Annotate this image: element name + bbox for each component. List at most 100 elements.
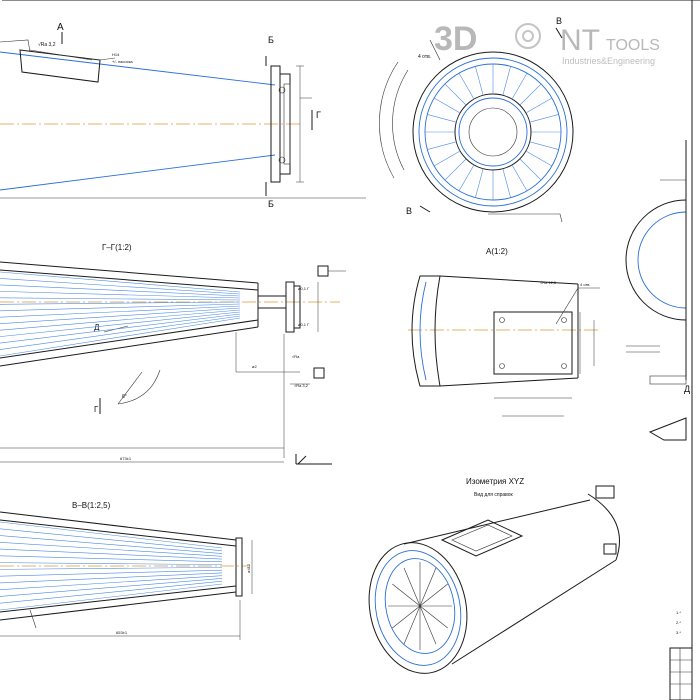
iso-blade bbox=[419, 583, 448, 607]
svg-text:ø2: ø2 bbox=[252, 364, 257, 369]
section-vv-blade bbox=[0, 562, 223, 565]
section-vv-blade bbox=[0, 528, 223, 552]
view-a-holes: 4 отв. bbox=[580, 282, 591, 287]
circle-blade bbox=[502, 66, 511, 96]
circle-blade bbox=[529, 114, 559, 123]
watermark-tagline: Industries&Engineering bbox=[562, 56, 655, 66]
iso-subtitle: Вид для справок bbox=[474, 492, 514, 498]
circle-blade bbox=[433, 150, 461, 167]
svg-text:H14: H14 bbox=[112, 52, 120, 57]
circle-blade bbox=[475, 66, 484, 96]
label-b-top: Б bbox=[268, 35, 274, 45]
svg-text:3.*: 3.* bbox=[676, 630, 681, 635]
brand-watermark: 3D NT TOOLS Industries&Engineering bbox=[434, 20, 660, 66]
section-gg-blade bbox=[0, 307, 241, 324]
svg-text:6°: 6° bbox=[122, 394, 127, 400]
circle-blade bbox=[511, 72, 528, 100]
circle-blade bbox=[433, 97, 461, 114]
section-vv-blade bbox=[0, 548, 223, 560]
circle-blade bbox=[444, 158, 467, 181]
iso-blade bbox=[419, 605, 437, 645]
circle-blade bbox=[519, 158, 542, 181]
iso-blade bbox=[403, 567, 421, 607]
circle-blade bbox=[458, 72, 475, 100]
section-gg-blade bbox=[0, 317, 241, 357]
title-block bbox=[669, 647, 693, 700]
section-gg-blade bbox=[0, 301, 241, 305]
iso-blade bbox=[419, 567, 437, 607]
section-gg-blade bbox=[0, 311, 241, 337]
circle-blade bbox=[529, 141, 559, 150]
label-g-section: Г bbox=[94, 405, 99, 414]
section-gg-blade bbox=[0, 303, 241, 312]
circle-blade bbox=[519, 83, 542, 106]
view-top-left: √Ra 3,2 H14 +/- насоска А Б Б Г bbox=[0, 22, 321, 209]
svg-text:ø0,1 Г: ø0,1 Г bbox=[298, 286, 310, 291]
section-vv-blade bbox=[0, 572, 223, 584]
circle-blade bbox=[427, 141, 457, 150]
svg-text:4 отв.: 4 отв. bbox=[418, 54, 431, 60]
circle-blade bbox=[525, 150, 553, 167]
label-g: Г bbox=[316, 110, 321, 120]
circle-blade bbox=[511, 164, 528, 192]
section-vv-blade bbox=[0, 583, 223, 611]
watermark-tools: TOOLS bbox=[606, 37, 660, 54]
section-vv-blade bbox=[0, 535, 223, 554]
iso-blade bbox=[403, 605, 421, 645]
section-vv-blade bbox=[0, 555, 223, 563]
circle-blade bbox=[502, 168, 511, 198]
svg-text:√Ra 12,5: √Ra 12,5 bbox=[540, 280, 557, 285]
section-vv-title: В–В(1:2,5) bbox=[72, 501, 111, 510]
circle-blade bbox=[458, 164, 475, 192]
svg-text:√Ra: √Ra bbox=[292, 354, 300, 359]
section-gg-blade bbox=[0, 313, 241, 344]
circle-blade bbox=[444, 83, 467, 106]
svg-text:ø0,1 Г: ø0,1 Г bbox=[298, 322, 310, 327]
section-gg-blade bbox=[0, 271, 241, 293]
iso-blade bbox=[419, 605, 448, 629]
dim-412: ø412 bbox=[246, 563, 251, 573]
watermark-main: NT bbox=[560, 24, 600, 57]
view-a-title: А(1:2) bbox=[486, 247, 508, 256]
section-gg-blade bbox=[0, 309, 241, 331]
section-gg-blade bbox=[0, 291, 241, 299]
label-d-right: Д bbox=[684, 384, 690, 394]
iso-blade bbox=[392, 605, 421, 629]
section-vv-blade bbox=[0, 521, 223, 549]
section-gg-blade bbox=[0, 284, 241, 297]
svg-text:1.*: 1.* bbox=[676, 610, 681, 615]
dim-673: 673±1 bbox=[120, 456, 132, 461]
label-b-bottom: Б bbox=[268, 199, 274, 209]
label-d: Д bbox=[94, 323, 100, 332]
section-vv: В–В(1:2,5) ø412 653±1 bbox=[0, 501, 253, 640]
circle-blade bbox=[525, 97, 553, 114]
section-vv-blade bbox=[0, 542, 223, 557]
svg-text:√Ra 3,2: √Ra 3,2 bbox=[38, 41, 56, 48]
section-vv-blade bbox=[0, 575, 223, 590]
label-v-bottom: В bbox=[406, 206, 412, 216]
section-vv-blade bbox=[0, 567, 223, 570]
view-a: А(1:2) 4 отв. √Ra 12,5 bbox=[408, 247, 600, 417]
view-isometric: Изометрия XYZ Вид для справок bbox=[368, 477, 620, 674]
circle-blade bbox=[427, 114, 457, 123]
watermark-prefix: 3D bbox=[434, 20, 477, 58]
iso-title: Изометрия XYZ bbox=[466, 477, 524, 486]
view-right-partial: Д 1.* 2.* 3.* bbox=[625, 140, 690, 635]
section-vv-blade bbox=[0, 580, 223, 604]
circle-blade bbox=[475, 168, 484, 198]
section-vv-blade bbox=[0, 569, 223, 577]
section-gg-blade bbox=[0, 315, 241, 350]
svg-text:+/- насоска: +/- насоска bbox=[112, 59, 133, 64]
section-gg-blade bbox=[0, 297, 241, 301]
svg-text:√Ra 3,2: √Ra 3,2 bbox=[294, 383, 309, 388]
section-gg-title: Г–Г(1:2) bbox=[102, 243, 132, 252]
section-gg: Г–Г(1:2) ø0,1 Г ø0,1 Г ø2 √Ra √Ra 3,2 Д … bbox=[0, 243, 346, 465]
label-a: А bbox=[57, 22, 64, 33]
svg-text:2.*: 2.* bbox=[676, 620, 681, 625]
section-gg-blade bbox=[0, 278, 241, 295]
gear-icon bbox=[515, 23, 541, 49]
iso-blade bbox=[392, 583, 421, 607]
section-gg-blade bbox=[0, 305, 241, 318]
